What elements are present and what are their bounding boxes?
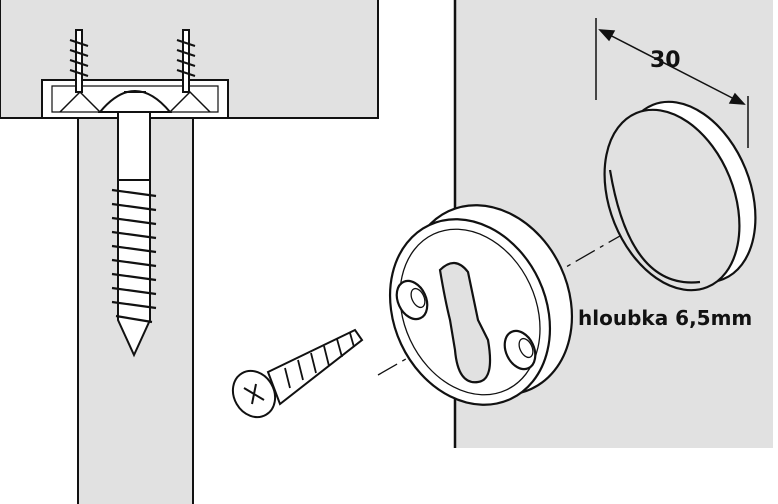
small-screw-right bbox=[176, 29, 196, 93]
depth-label: hloubka 6,5mm bbox=[578, 306, 753, 330]
escutcheon-ring bbox=[388, 204, 574, 406]
dimension-line bbox=[595, 18, 749, 148]
cover-cap bbox=[603, 100, 757, 292]
small-screw-left bbox=[69, 29, 89, 93]
phillips-cross-icon bbox=[243, 383, 265, 405]
screw-shank bbox=[117, 111, 151, 181]
screw-thread bbox=[111, 179, 157, 358]
cross-section-view bbox=[0, 0, 379, 504]
keyhole-slot bbox=[438, 261, 492, 384]
countersunk-screw bbox=[231, 328, 364, 419]
dimension-label: 30 bbox=[650, 48, 681, 73]
